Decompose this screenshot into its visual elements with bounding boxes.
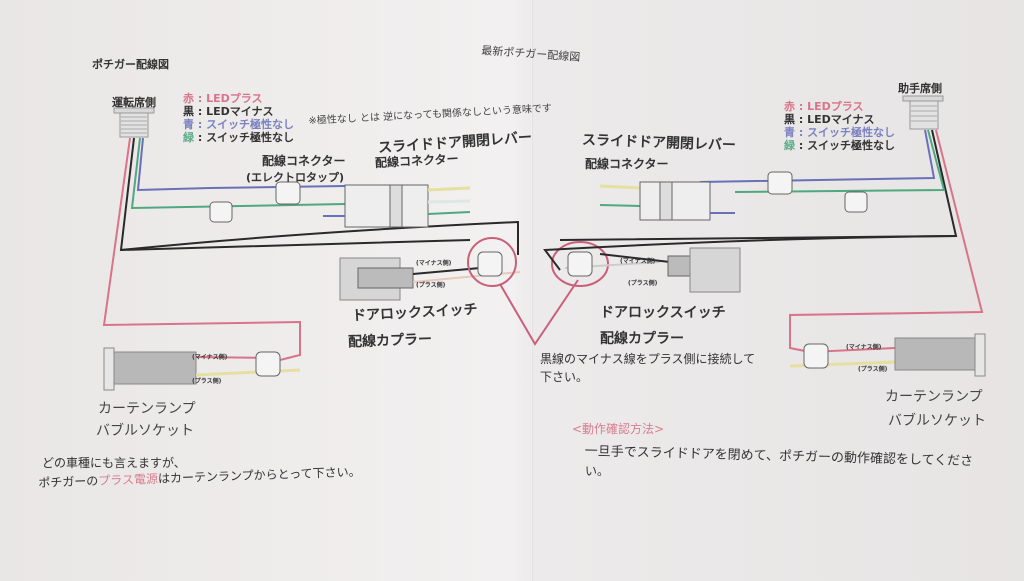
legend-black: 黒: [784, 113, 795, 126]
driver-door-lock-coupler: 配線カプラー: [347, 331, 433, 351]
passenger-legend: 赤 : LEDプラス 黒 : LEDマイナス 青 : スイッチ極性なし 緑 : …: [784, 100, 896, 152]
passenger-coupler-plus: (プラス側): [628, 280, 658, 287]
legend-red: 赤: [183, 92, 194, 105]
legend-black-desc: LEDマイナス: [206, 105, 274, 118]
passenger-lamp-minus: (マイナス側): [846, 344, 882, 351]
driver-lamp-label: カーテンランプ: [98, 401, 196, 417]
legend-blue: 青: [183, 118, 194, 131]
check-method-line2: い。: [585, 464, 610, 478]
paper-fold: [531, 0, 533, 581]
passenger-lamp-label: カーテンランプ: [885, 389, 983, 405]
passenger-lamp-socket: バブルソケット: [888, 413, 986, 429]
passenger-side-label: 助手席側: [898, 82, 942, 95]
legend-red-desc: LEDプラス: [206, 92, 263, 105]
driver-side-label: 運転席側: [112, 96, 156, 109]
passenger-coupler-minus: (マイナス側): [620, 258, 656, 265]
legend-red-desc: LEDプラス: [807, 100, 864, 113]
legend-blue: 青: [784, 126, 795, 139]
footer-text-a: ポチガーの: [38, 473, 99, 490]
legend-blue-desc: スイッチ極性なし: [807, 126, 896, 139]
legend-black: 黒: [183, 105, 194, 118]
legend-green-desc: スイッチ極性なし: [206, 131, 295, 144]
section-title: ポチガー配線図: [92, 58, 169, 71]
driver-coupler-minus: (マイナス側): [416, 260, 452, 267]
check-method-heading: <動作確認方法>: [572, 422, 665, 436]
legend-blue-desc: スイッチ極性なし: [206, 118, 295, 131]
passenger-lever-connector-label: 配線コネクター: [585, 157, 669, 171]
driver-tap-sublabel: (エレクトロタップ): [246, 171, 345, 184]
legend-green: 緑: [784, 139, 795, 152]
driver-lamp-plus: (プラス側): [192, 378, 222, 385]
driver-coupler-plus: (プラス側): [416, 282, 446, 289]
driver-lamp-socket: バブルソケット: [96, 423, 194, 439]
legend-green: 緑: [183, 131, 194, 144]
passenger-lamp-plus: (プラス側): [858, 366, 888, 373]
legend-red: 赤: [784, 100, 795, 113]
legend-black-desc: LEDマイナス: [807, 113, 875, 126]
passenger-door-lock-coupler: 配線カプラー: [600, 331, 684, 347]
passenger-door-lock-label: ドアロックスイッチ: [600, 305, 726, 321]
footer-text-plus-power: プラス電源: [98, 471, 159, 488]
driver-tap-label: 配線コネクター: [262, 154, 346, 168]
callout-text-line2: 下さい。: [540, 370, 589, 384]
driver-led-icon: [113, 107, 155, 138]
driver-lamp-minus: (マイナス側): [192, 354, 228, 361]
driver-legend: 赤 : LEDプラス 黒 : LEDマイナス 青 : スイッチ極性なし 緑 : …: [183, 92, 295, 144]
footer-line1: どの車種にも言えますが、: [42, 456, 186, 470]
callout-text-line1: 黒線のマイナス線をプラス側に接続して: [540, 352, 756, 366]
legend-green-desc: スイッチ極性なし: [807, 139, 896, 152]
passenger-led-icon: [902, 95, 944, 130]
